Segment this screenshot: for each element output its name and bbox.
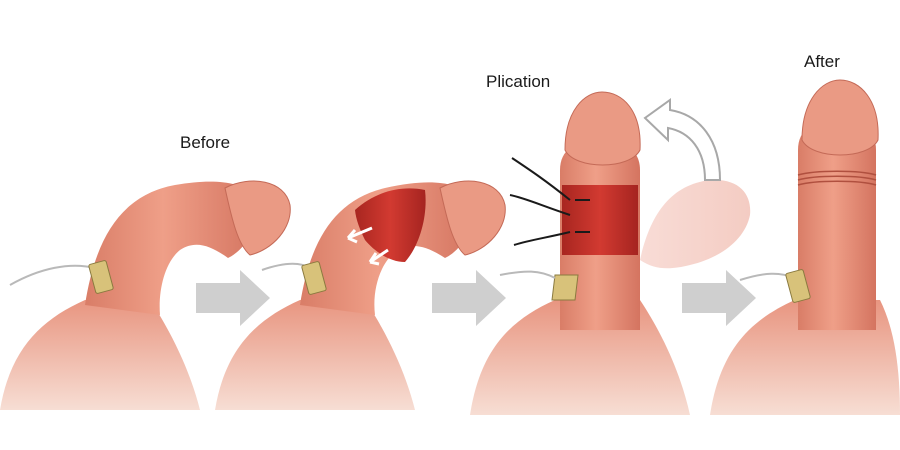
catheter-clip [88,260,114,294]
flow-arrow-icon [682,270,756,326]
glans [224,180,291,256]
glans [564,91,641,166]
catheter-clip [301,261,327,295]
panel-after [710,79,900,415]
panel-plication [470,91,751,415]
suture-icon [509,157,590,246]
exposed-tissue [562,185,638,255]
suture-line [797,170,877,186]
label-before: Before [180,133,231,152]
catheter-tube [499,270,556,279]
catheter-clip [551,274,579,301]
base-tissue [0,300,200,410]
ghost-curved-shaft [640,179,751,269]
panel-before [0,180,291,410]
catheter-tube [9,264,96,286]
catheter-clip [785,269,811,303]
glans [439,180,506,256]
curved-shaft [85,181,259,315]
label-after: After [804,52,840,71]
exposed-tissue [355,188,426,262]
label-plication: Plication [486,72,551,91]
rotation-arrow-icon [643,98,722,181]
panel-incision [215,180,506,410]
glans [801,79,879,156]
retract-arrow-icon [346,226,373,244]
retract-arrow-icon [368,248,389,266]
flow-arrow-icon [196,270,270,326]
base-tissue [215,300,415,410]
flow-arrow-icon [432,270,506,326]
